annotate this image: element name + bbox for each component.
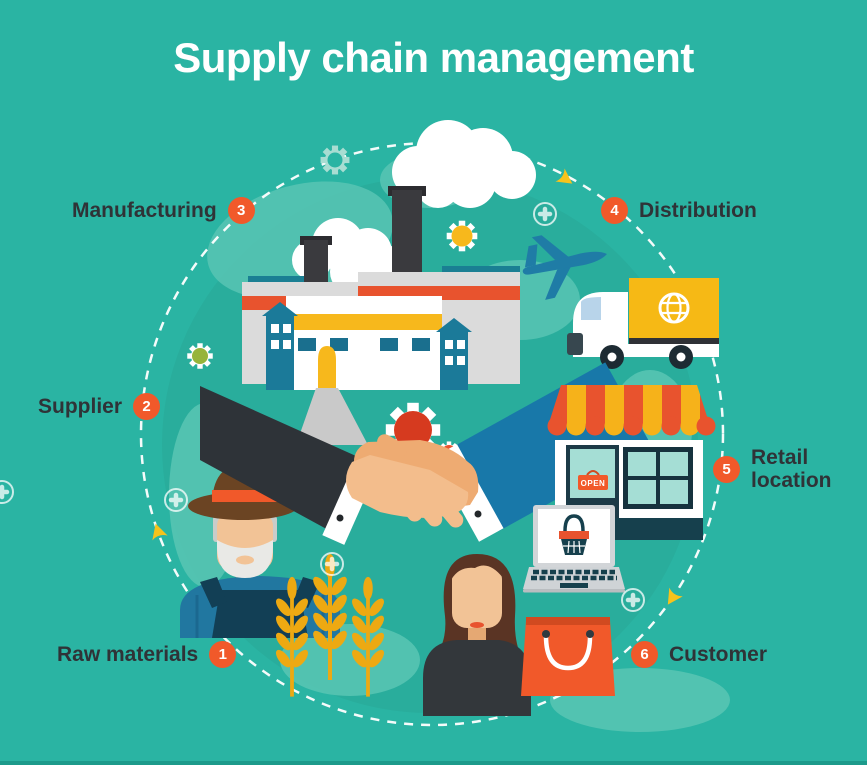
step-label-text: Manufacturing xyxy=(72,198,217,222)
plus-icon xyxy=(0,481,13,503)
step-label-text: Distribution xyxy=(639,198,757,222)
step-number-badge: 2 xyxy=(133,393,161,420)
step-customer: 6 Customer xyxy=(631,641,767,668)
awning xyxy=(547,385,716,436)
step-label-text: Supplier xyxy=(38,394,123,418)
arrow-icon xyxy=(147,521,168,541)
gear-icon-sun xyxy=(446,220,478,252)
step-number-badge: 5 xyxy=(713,456,740,484)
step-manufacturing: Manufacturing 3 xyxy=(72,197,255,224)
globe-icon xyxy=(658,292,690,324)
open-sign-text: OPEN xyxy=(581,479,606,488)
dashed-cycle-path xyxy=(139,141,725,727)
step-number-badge: 4 xyxy=(601,197,628,224)
step-raw-materials: Raw materials 1 xyxy=(57,641,237,668)
arrow-icon xyxy=(661,587,683,609)
step-supplier: Supplier 2 xyxy=(38,393,161,420)
gear-icon-green xyxy=(187,343,213,369)
step-number-badge: 3 xyxy=(227,197,255,224)
step-number-badge: 1 xyxy=(209,641,237,668)
step-label-text: Raw materials xyxy=(57,642,199,666)
storefront-icon: OPEN xyxy=(547,385,716,540)
shopping-basket-icon xyxy=(559,514,589,555)
airplane-icon xyxy=(522,235,607,300)
customer-woman-icon xyxy=(423,554,531,716)
smoke-clouds xyxy=(292,120,536,294)
laptop-icon xyxy=(523,505,625,593)
step-retail-location: 5 Retail location xyxy=(713,446,839,492)
step-label-text: Retail location xyxy=(751,446,832,492)
truck-icon xyxy=(567,278,719,369)
shopping-bag-icon xyxy=(521,617,615,696)
bottom-edge-divider xyxy=(0,761,867,765)
step-label-text: Customer xyxy=(669,642,768,666)
road xyxy=(296,388,368,445)
step-distribution: 4 Distribution xyxy=(601,197,757,224)
gear-icon-gray xyxy=(320,145,350,175)
step-number-badge: 6 xyxy=(631,641,658,668)
page-title: Supply chain management xyxy=(173,34,694,81)
factory-icon xyxy=(242,120,536,390)
